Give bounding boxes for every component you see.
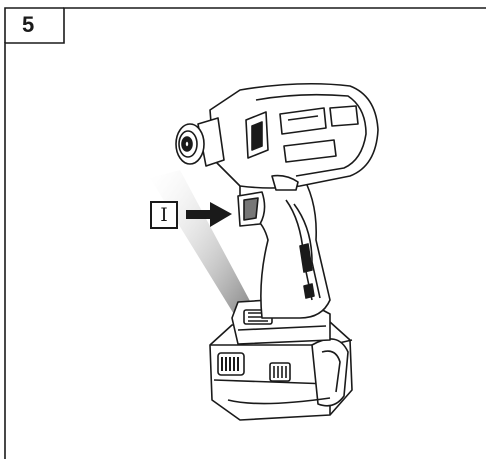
figure-number: 5 <box>22 12 35 37</box>
arrow-right-icon <box>186 202 232 227</box>
callout-label: I <box>160 204 168 226</box>
battery-pack <box>209 321 353 421</box>
tool-chuck <box>175 117 225 167</box>
callout-label-box: I <box>150 201 178 229</box>
trigger <box>237 191 266 227</box>
tool-body <box>209 82 379 191</box>
